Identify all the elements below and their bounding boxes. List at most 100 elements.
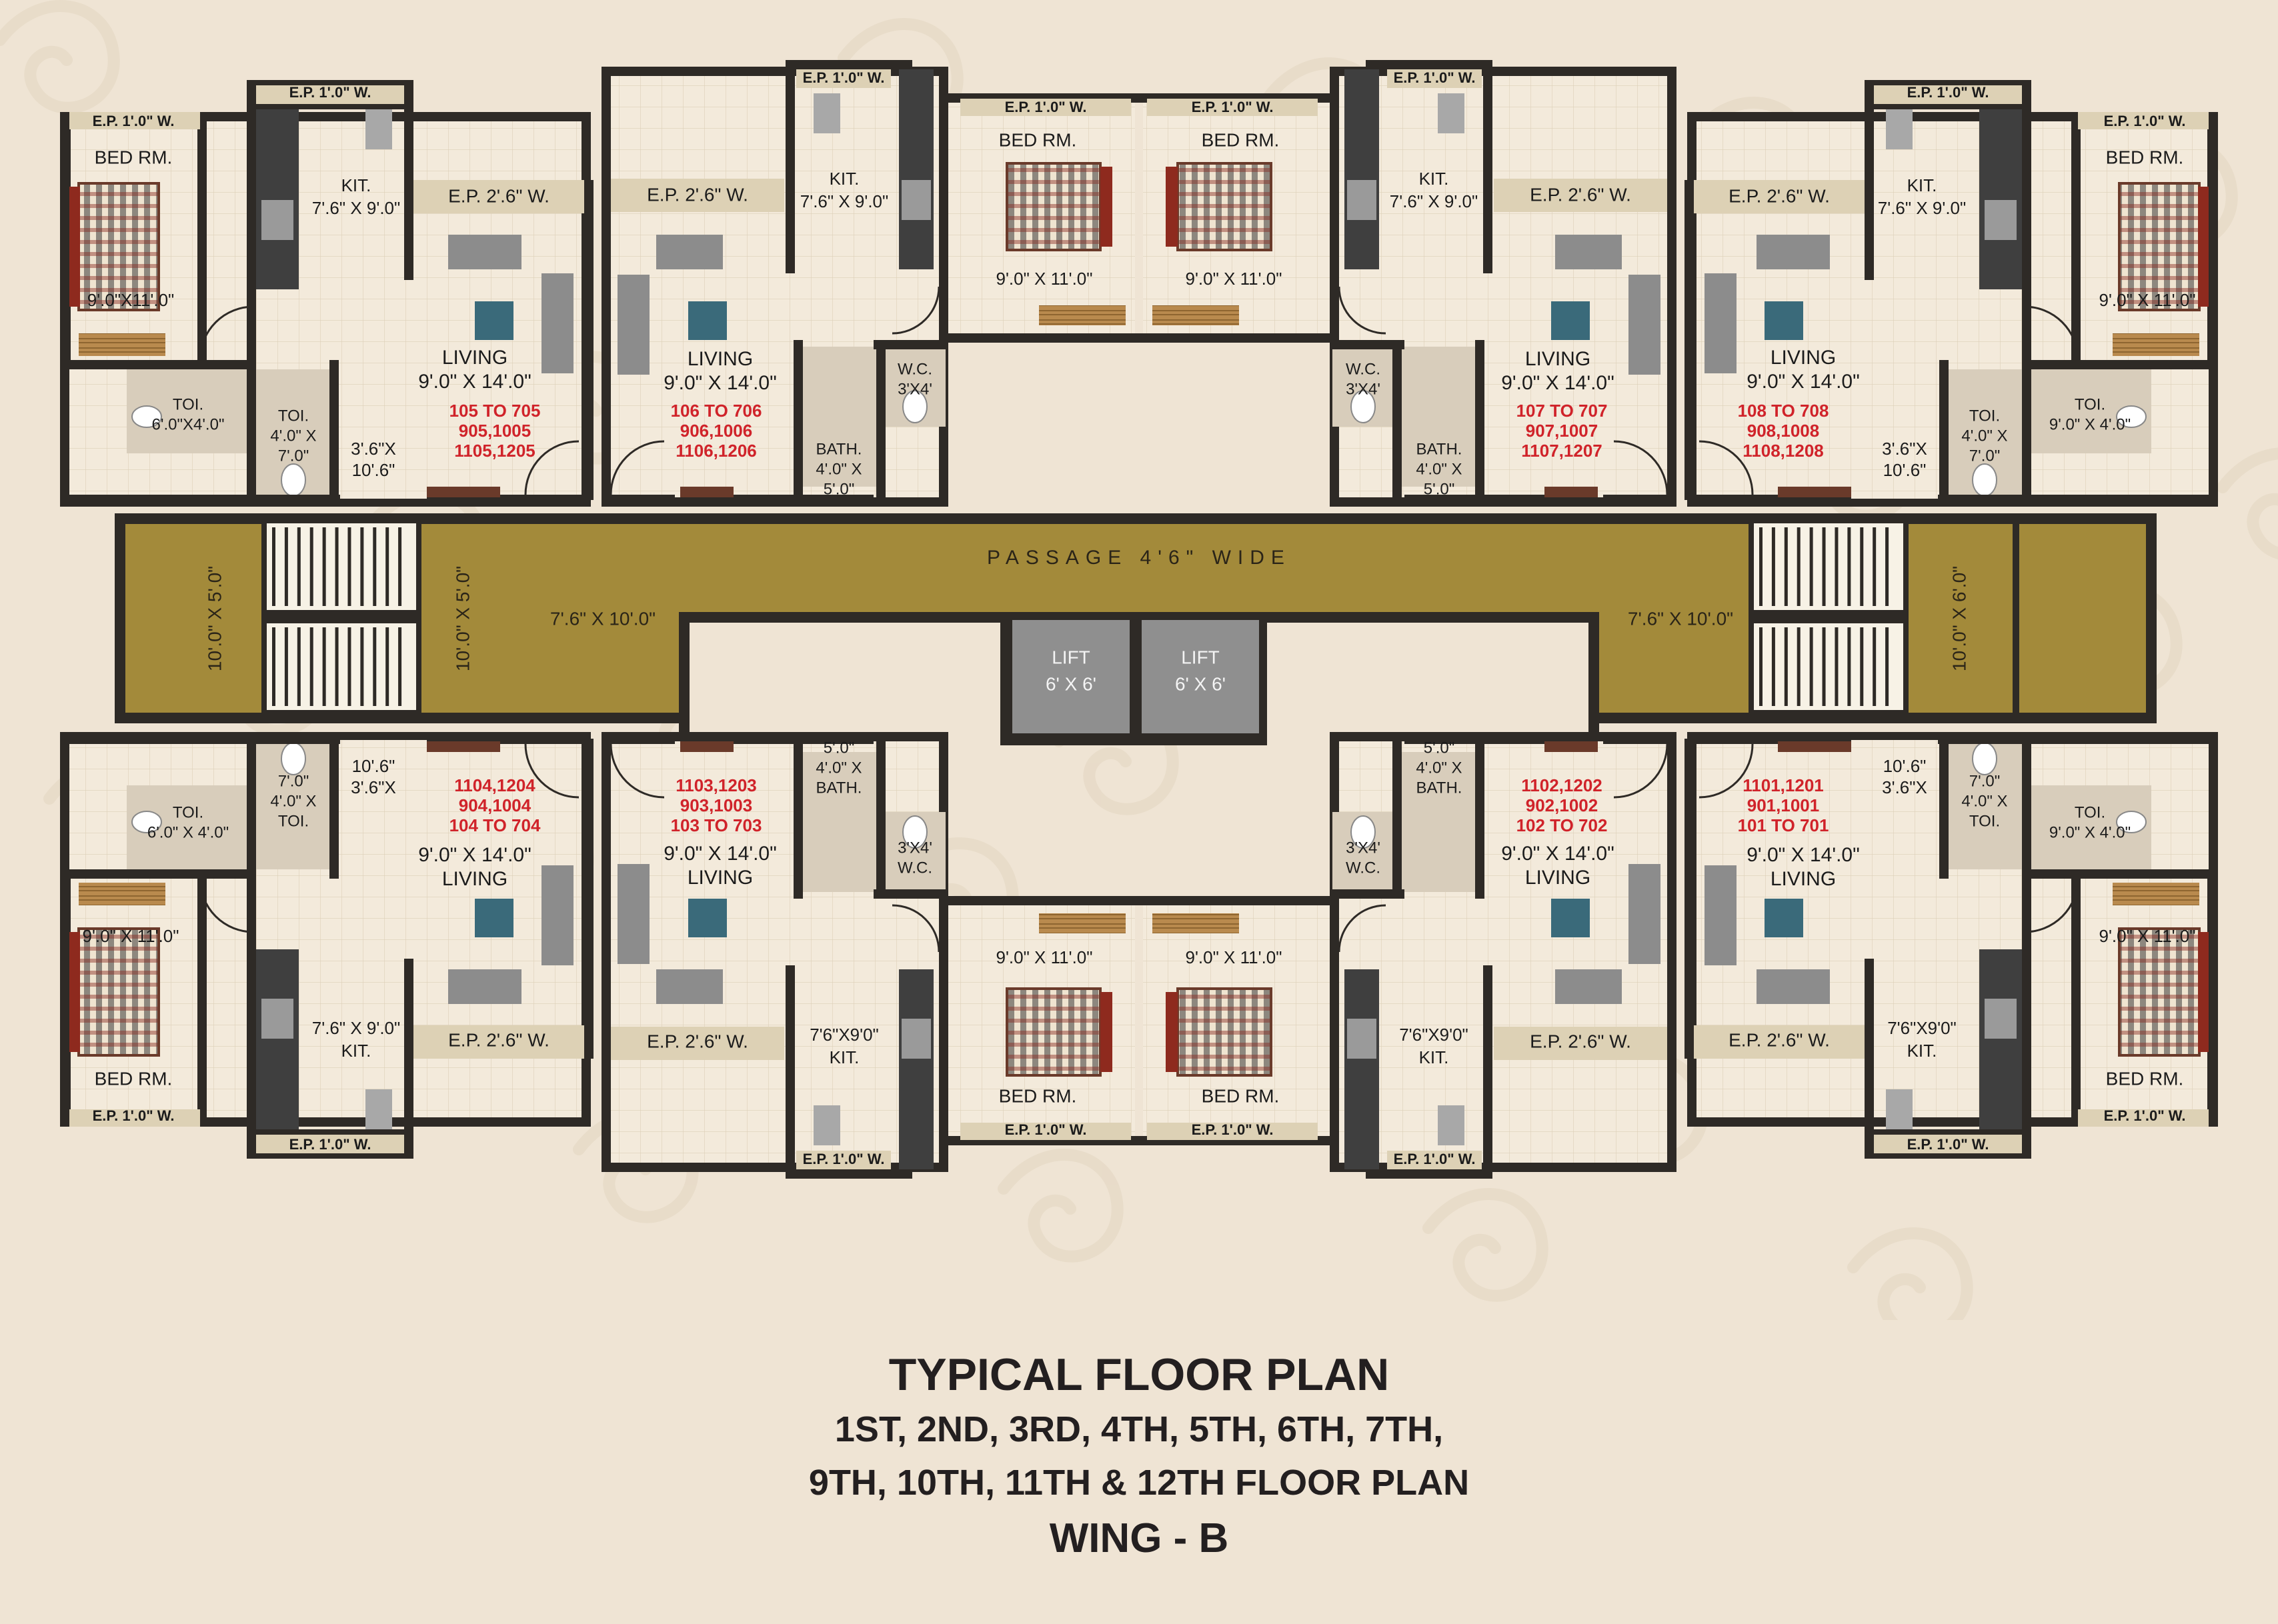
kitchen-label: KIT.7'.6" X 9'.0" <box>312 1018 400 1061</box>
stairs <box>1754 523 1903 610</box>
ep-living <box>413 1025 584 1059</box>
door-swing <box>892 904 940 953</box>
flat-number-line: 908,1008 <box>1747 421 1819 441</box>
flat-number-line: 101 TO 701 <box>1738 815 1829 835</box>
door-swing <box>610 440 665 495</box>
wardrobe <box>79 883 165 905</box>
wet1-label-line: TOI. <box>173 395 203 413</box>
ep-bed-label: E.P. 1'.0" W. <box>93 113 175 129</box>
wet2-label-line: 4'.0" X <box>270 427 316 445</box>
flat-number-line: 907,1007 <box>1526 421 1598 441</box>
living-right-wall <box>584 739 594 1059</box>
wet2-floor <box>1402 752 1475 892</box>
kitchen-right-wall <box>404 959 413 1159</box>
landing-left-inner <box>423 524 516 713</box>
ep-living <box>1494 179 1667 212</box>
kitchen-left-wall <box>786 60 795 273</box>
bedroom-right-wall <box>197 868 207 1119</box>
wet1-label: W.C.3'X4' <box>898 360 932 398</box>
ep-bed-label: E.P. 1'.0" W. <box>1192 99 1274 115</box>
stair-flight <box>267 523 416 610</box>
ep-kit-label: E.P. 1'.0" W. <box>1907 84 1989 101</box>
wet1-label-line: TOI. <box>2075 395 2105 413</box>
wet1-label-line: 3'X4' <box>898 380 932 398</box>
ep-bed-label: E.P. 1'.0" W. <box>1005 99 1087 115</box>
passage-label: PASSAGE 4'6" WIDE <box>987 547 1284 569</box>
wardrobe <box>2113 333 2199 356</box>
wet1-label: TOI. 6'.0"X4'.0" <box>152 395 225 433</box>
bed-size-line: 9'.0" X 11'.0" <box>1186 269 1282 289</box>
flat-number-line: 1103,1203 <box>676 775 756 795</box>
ep-kit-label-line: E.P. 1'.0" W. <box>1907 1136 1989 1153</box>
ep-living-label: E.P. 2'.6" W. <box>1729 1029 1830 1050</box>
lift-label-line: 6' X 6' <box>1175 673 1226 694</box>
stair-tread <box>1860 527 1864 606</box>
stair-tread <box>297 627 301 706</box>
wet1-label-line: 6'.0"X4'.0" <box>152 415 225 433</box>
stair-tread <box>1835 527 1839 606</box>
flat-bottom-wall <box>60 732 340 744</box>
bedroom-bottom-wall <box>1139 333 1339 343</box>
stair-tread <box>322 527 326 606</box>
stair-tread <box>1847 627 1851 706</box>
hob <box>902 180 931 220</box>
flat-bottom-wall-2 <box>734 495 874 507</box>
sofa-top <box>656 235 723 269</box>
kitchen-left-wall <box>247 80 256 360</box>
wet2-label-line: 7'.0" <box>278 772 309 790</box>
ep-living-label-line: E.P. 2'.6" W. <box>647 184 748 205</box>
wet1-label-line: TOI. <box>173 803 203 821</box>
flat-bottom-wall <box>1938 732 2218 744</box>
stair-tread <box>1835 627 1839 706</box>
stair-tread <box>1797 627 1801 706</box>
stair-tread <box>398 627 402 706</box>
lobby-right-size-line: 7'.6" X 10'.0" <box>1628 608 1733 629</box>
coffee-table <box>1765 899 1803 937</box>
wet1-label-line: 3'X4' <box>1346 839 1380 857</box>
coffee-table <box>1551 301 1590 340</box>
swirl <box>0 0 120 114</box>
flat-bottom-wall <box>60 495 340 507</box>
coffee-table <box>688 899 727 937</box>
bedroom-wall <box>2207 875 2218 1127</box>
wet2-label-line: 7'.0" <box>1969 772 2000 790</box>
bed <box>77 182 160 311</box>
bed-size-line: 9'.0" X 11'.0" <box>996 269 1093 289</box>
sink <box>814 1105 840 1145</box>
kitchen-left-wall <box>247 879 256 1159</box>
stair-tread <box>335 527 339 606</box>
stair-tread <box>1809 627 1813 706</box>
wc-fixture-2 <box>131 405 162 428</box>
ep-bed <box>960 99 1131 116</box>
bed-size: 9'.0" X 11'.0" <box>1186 947 1282 967</box>
wet-partition-2 <box>876 340 886 500</box>
main-door <box>1778 741 1851 752</box>
wardrobe <box>1039 305 1126 325</box>
bed-size-line: 9'.0" X 11'.0" <box>2099 290 2196 310</box>
ep-living-label-line: E.P. 2'.6" W. <box>448 185 549 206</box>
kitchen-label-line: KIT. <box>830 169 860 189</box>
hob <box>261 999 293 1039</box>
lobby-left-size: 7'.6" X 10'.0" <box>550 608 656 629</box>
wing-label: WING - B <box>1049 1515 1229 1561</box>
bed-size: 9'.0" X 11'.0" <box>996 269 1093 289</box>
stair-tread <box>1885 627 1889 706</box>
living-label-line: 9'.0" X 14'.0" <box>664 372 777 394</box>
main-door <box>680 741 734 752</box>
wet1-label-line: W.C. <box>898 859 932 877</box>
bed-label: BED RM. <box>2106 1068 2184 1089</box>
living-label-line: LIVING <box>688 867 753 889</box>
ep-bed <box>69 112 200 129</box>
flat-number-line: 104 TO 704 <box>449 815 541 835</box>
bed-label-line: BED RM. <box>999 1085 1077 1106</box>
lobby-left-size-line: 7'.6" X 10'.0" <box>550 608 656 629</box>
stair-tread <box>272 627 275 706</box>
wet2-label-line: 5'.0" <box>824 480 854 498</box>
wet1-top-wall <box>123 360 251 369</box>
kitchen-platform <box>1979 109 2022 289</box>
